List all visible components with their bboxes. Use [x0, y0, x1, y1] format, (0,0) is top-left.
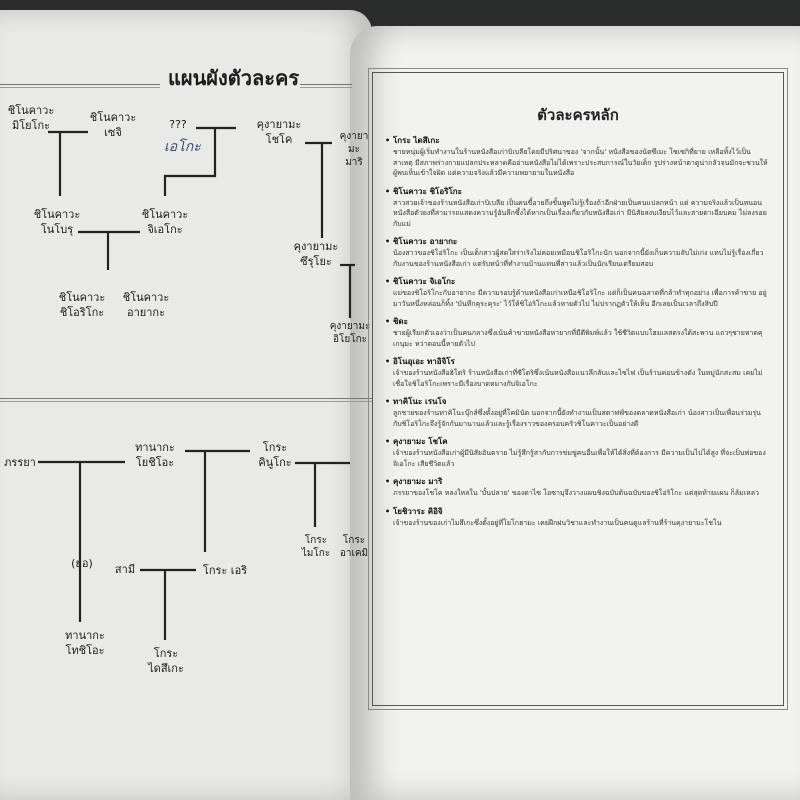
- list-item: ชิโนคาวะ จิเอโกะ แม่ของชิโอริโกะกับอายาก…: [385, 276, 769, 309]
- node-yoshio: ทานากะ โยชิโอะ: [135, 441, 175, 469]
- character-list: โกระ ไดสึเกะ ชายหนุ่มผู้เริ่มทำงานในร้าน…: [385, 135, 769, 535]
- node-husband: สามี: [114, 563, 136, 576]
- character-name: ชิโนคาวะ จิเอโกะ: [385, 276, 769, 288]
- node-tsuruyo: คุงายามะ ซึรุโยะ: [293, 240, 339, 268]
- list-item: ชิโนคาวะ อายากะ น้องสาวของชิโอริโกะ เป็น…: [385, 236, 769, 269]
- list-item: โกระ ไดสึเกะ ชายหนุ่มผู้เริ่มทำงานในร้าน…: [385, 135, 769, 179]
- character-description: เจ้าของร้านหนังสือฮิโตริ ร้านหนังสือเก่า…: [393, 369, 763, 388]
- chart-divider: [0, 398, 372, 402]
- character-description: แม่ของชิโอริโกะกับอายากะ มีความรอบรู้ด้า…: [393, 289, 767, 308]
- family-tree-lines: [38, 126, 355, 640]
- node-unknown: ???: [169, 118, 187, 131]
- node-kinuko: โกระ คินูโกะ: [258, 441, 292, 469]
- list-item: ชิดะ ชายผู้เรียกตัวเองว่าเป็นคนกลางซึ่งเ…: [385, 316, 769, 349]
- character-name: โกระ ไดสึเกะ: [385, 135, 769, 147]
- character-description: ชายผู้เรียกตัวเองว่าเป็นคนกลางซึ่งเน้นค้…: [393, 329, 763, 348]
- character-name: โยชิวาระ คิอิจิ: [385, 506, 769, 518]
- node-shoko: คุงายามะ โชโค: [256, 118, 302, 146]
- list-item: ทาคิโนะ เรนโจ ลูกชายของร้านทาคิโนะบุ๊กส์…: [385, 396, 769, 429]
- right-page: [350, 26, 800, 800]
- character-description: ภรรยาของโชโค หลงใหลใน 'บั้นปลาย' ของดาไซ…: [393, 489, 759, 497]
- character-description: น้องสาวของชิโอริโกะ เป็นเด็กสาวผู้สดใสร่…: [393, 249, 764, 268]
- character-name: อิโนอุเอะ ทาอิจิโร: [385, 356, 769, 368]
- handwritten-note: เอโกะ: [164, 139, 201, 155]
- character-name: คุงายามะ มาริ: [385, 476, 769, 488]
- list-item: คุงายามะ โชโค เจ้าของร้านหนังสือเก่าผู้ม…: [385, 436, 769, 469]
- character-name: ชิโนคาวะ อายากะ: [385, 236, 769, 248]
- list-item: ชิโนคาวะ ชิโอริโกะ สาวสวยเจ้าของร้านหนัง…: [385, 186, 769, 230]
- character-name: ชิดะ: [385, 316, 769, 328]
- title-rule-right: [300, 84, 352, 88]
- node-maiko: โกระ ไมโกะ: [301, 535, 331, 559]
- list-item: อิโนอุเอะ ทาอิจิโร เจ้าของร้านหนังสือฮิโ…: [385, 356, 769, 389]
- character-description: ลูกชายของร้านทาคิโนะบุ๊กส์ซึ่งตั้งอยู่ที…: [393, 409, 761, 428]
- chart-title: แผนผังตัวละคร: [168, 66, 300, 90]
- node-chieko: ชิโนคาวะ จิเอโกะ: [141, 208, 189, 236]
- character-name: ทาคิโนะ เรนโจ: [385, 396, 769, 408]
- node-toshio: ทานากะ โทชิโอะ: [65, 629, 105, 657]
- character-description: เจ้าของร้านของเก่าไมสึเกะซึ่งตั้งอยู่ที่…: [393, 518, 722, 527]
- node-akemi: โกระ อาเคมิ: [339, 535, 369, 559]
- character-description: ชายหนุ่มผู้เริ่มทำงานในร้านหนังสือเก่าบิ…: [393, 148, 768, 177]
- node-abbrev: (ย่อ): [71, 557, 93, 570]
- node-eri: โกระ เอริ: [202, 564, 248, 577]
- character-description: สาวสวยเจ้าของร้านหนังสือเก่าบิเบลีย เป็น…: [393, 198, 767, 228]
- node-mari: คุงายามะ มาริ: [339, 131, 369, 168]
- node-iyoko: คุงายามะ อิโยโกะ: [329, 321, 371, 345]
- title-rule-left: [0, 84, 160, 88]
- node-seiji: ชิโนคาวะ เซจิ: [89, 111, 137, 139]
- line-stair: [163, 128, 217, 196]
- node-noboru: ชิโนคาวะ โนโบรุ: [33, 208, 81, 236]
- left-page: [0, 10, 372, 800]
- node-wife: ภรรยา: [4, 456, 36, 469]
- character-name: ชิโนคาวะ ชิโอริโกะ: [385, 186, 769, 198]
- node-ayaka: ชิโนคาวะ อายากะ: [122, 291, 170, 319]
- node-daisuke: โกระ ไดสึเกะ: [148, 647, 184, 675]
- list-item: โยชิวาระ คิอิจิ เจ้าของร้านของเก่าไมสึเก…: [385, 506, 769, 529]
- node-miyoko: ชิโนคาวะ มิโยโกะ: [7, 104, 55, 132]
- list-item: คุงายามะ มาริ ภรรยาของโชโค หลงใหลใน 'บั้…: [385, 476, 769, 499]
- characters-frame: ตัวละครหลัก โกระ ไดสึเกะ ชายหนุ่มผู้เริ่…: [368, 68, 788, 710]
- character-name: คุงายามะ โชโค: [385, 436, 769, 448]
- characters-title: ตัวละครหลัก: [537, 106, 619, 124]
- node-shioriko: ชิโนคาวะ ชิโอริโกะ: [58, 291, 106, 319]
- character-description: เจ้าของร้านหนังสือเก่าผู้มีนิสัยอันตราย …: [393, 449, 766, 468]
